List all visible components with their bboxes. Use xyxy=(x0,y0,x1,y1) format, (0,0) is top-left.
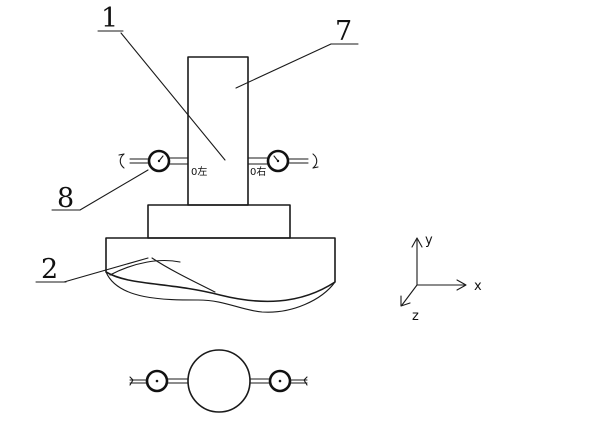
label-part-2: 2 xyxy=(41,254,58,285)
top-view-right-gauge xyxy=(249,369,308,393)
label-part-8: 8 xyxy=(57,183,74,214)
label-part-7: 7 xyxy=(335,16,352,47)
right-gauge-reading: 0右 xyxy=(250,165,266,178)
top-view-left-gauge xyxy=(129,369,189,393)
coordinate-axes xyxy=(400,237,467,307)
axis-label-x: x xyxy=(474,279,482,294)
leader-part-7 xyxy=(235,43,359,89)
leader-part-1 xyxy=(97,30,226,161)
leader-part-2 xyxy=(35,257,149,283)
axis-label-z: z xyxy=(412,309,419,324)
left-dial-gauge xyxy=(118,149,189,173)
axis-label-y: y xyxy=(425,233,433,248)
step-block xyxy=(147,204,291,239)
left-gauge-reading: 0左 xyxy=(191,165,207,178)
column-part-7 xyxy=(187,56,249,206)
top-view xyxy=(129,349,308,413)
base-part-2 xyxy=(105,237,336,313)
leader-part-8 xyxy=(51,169,149,211)
label-part-1: 1 xyxy=(101,3,118,34)
right-dial-gauge xyxy=(247,149,319,173)
